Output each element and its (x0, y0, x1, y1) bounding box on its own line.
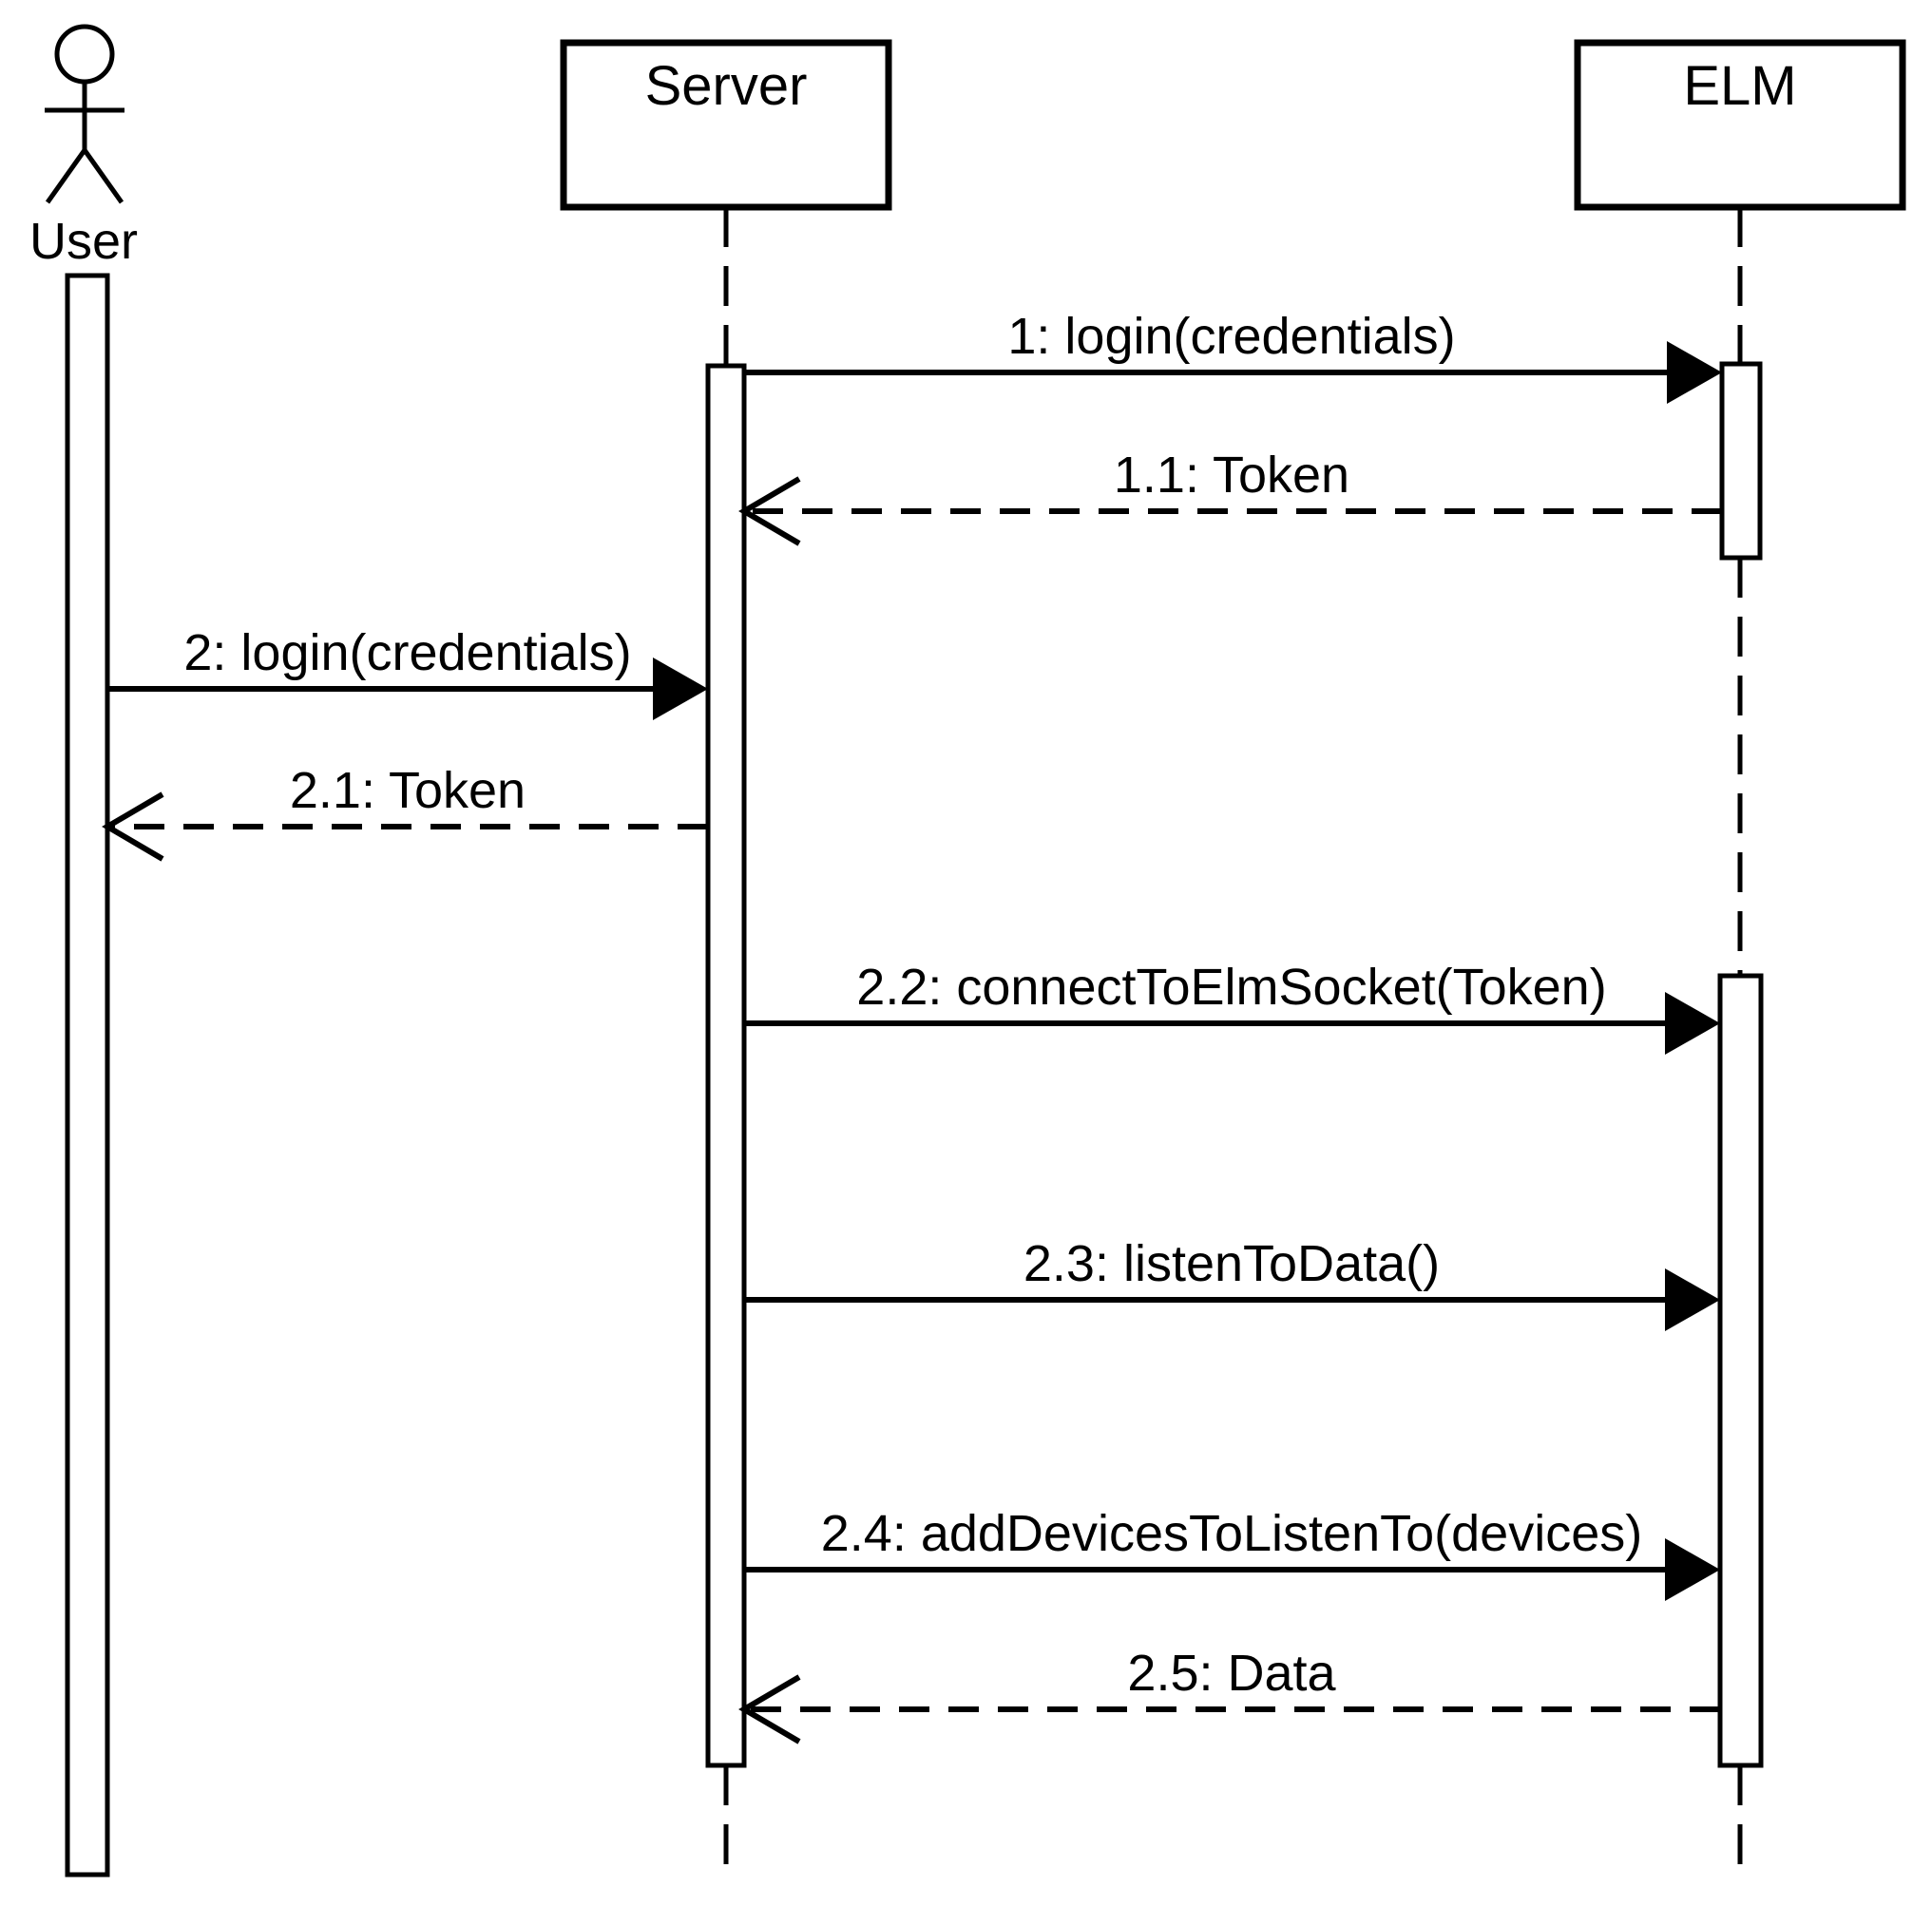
elm-object-box (1574, 39, 1906, 211)
message-2-1-token-return: 2.1: Token (102, 762, 708, 862)
user-actor-icon (45, 24, 124, 204)
elm-activation-bar-1 (1719, 361, 1763, 561)
message-2-5-label: 2.5: Data (1127, 1645, 1336, 1702)
server-object-box (560, 39, 892, 211)
user-actor-label: User (29, 213, 138, 270)
elm-activation-bar-2 (1717, 973, 1764, 1768)
message-2-1-open-arrowhead (102, 791, 164, 862)
message-2-2-label: 2.2: connectToElmSocket(Token) (856, 959, 1606, 1016)
message-2-3-listen-to-data: 2.3: listenToData() (744, 1235, 1720, 1331)
message-1-login: 1: login(credentials) (744, 308, 1722, 404)
message-2-3-label: 2.3: listenToData() (1023, 1235, 1440, 1292)
server-activation-bar (705, 363, 747, 1768)
message-2-login: 2: login(credentials) (107, 624, 708, 720)
server-object-label: Server (645, 55, 808, 117)
message-1-filled-arrowhead (1667, 341, 1722, 404)
message-1-1-open-arrowhead (738, 476, 801, 546)
message-1-label: 1: login(credentials) (1007, 308, 1455, 365)
user-activation-bar (65, 273, 110, 1877)
message-2-3-filled-arrowhead (1665, 1268, 1720, 1331)
elm-object-label: ELM (1683, 55, 1796, 117)
actor-left-leg (45, 148, 87, 204)
message-2-4-add-devices: 2.4: addDevicesToListenTo(devices) (744, 1505, 1720, 1601)
message-2-2-filled-arrowhead (1665, 992, 1720, 1055)
message-2-4-label: 2.4: addDevicesToListenTo(devices) (821, 1505, 1642, 1562)
message-2-5-data-return: 2.5: Data (738, 1645, 1720, 1744)
message-1-1-token-return: 1.1: Token (738, 447, 1722, 546)
message-2-filled-arrowhead (653, 658, 708, 720)
message-2-1-label: 2.1: Token (290, 762, 526, 819)
message-2-label: 2: login(credentials) (183, 624, 631, 681)
message-2-4-filled-arrowhead (1665, 1538, 1720, 1601)
actor-head (54, 24, 115, 85)
message-2-5-open-arrowhead (738, 1674, 801, 1744)
actor-right-leg (82, 148, 124, 204)
message-1-1-label: 1.1: Token (1114, 447, 1349, 504)
message-2-2-connect-socket: 2.2: connectToElmSocket(Token) (744, 959, 1720, 1055)
